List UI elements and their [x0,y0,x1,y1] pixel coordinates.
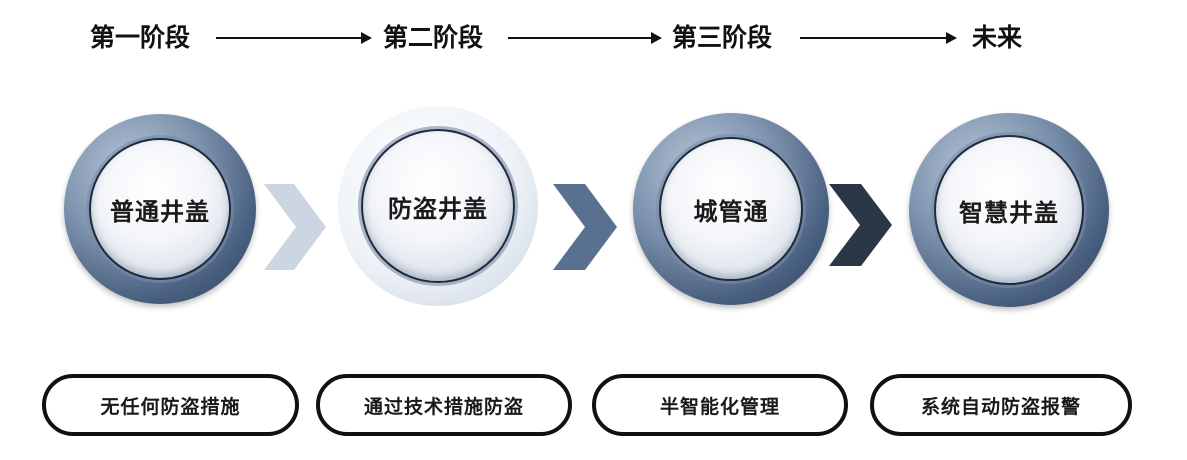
timeline-arrow [800,32,957,44]
timeline-arrow [508,32,662,44]
stage-1-description: 无任何防盗措施 [42,374,299,436]
stage-3-label: 第三阶段 [672,23,773,52]
stage-2-circle: 防盗井盖 [338,106,538,306]
chevron-arrow-icon [829,184,892,266]
stage-1-circle-label: 普通井盖 [110,196,210,226]
future-description-text: 系统自动防盗报警 [920,395,1081,418]
stage-future-label: 未来 [972,23,1023,52]
stage-3-circle: 城管通 [633,113,829,305]
stage-1-description-text: 无任何防盗措施 [100,395,241,418]
future-circle: 智慧井盖 [909,113,1109,307]
stage-1-circle: 普通井盖 [64,114,256,304]
chevron-arrow-icon [264,184,326,270]
stage-1-label: 第一阶段 [90,23,191,52]
timeline-arrow [216,32,372,44]
stage-2-label: 第二阶段 [383,23,484,52]
stage-3-circle-label: 城管通 [693,196,769,226]
stage-3-description-text: 半智能化管理 [659,395,780,418]
future-circle-label: 智慧井盖 [959,197,1059,227]
stage-3-description: 半智能化管理 [592,374,848,436]
future-description: 系统自动防盗报警 [870,374,1132,436]
chevron-arrow-icon [553,184,617,270]
stage-2-circle-label: 防盗井盖 [388,193,488,223]
stage-2-description: 通过技术措施防盗 [316,374,572,436]
stage-2-description-text: 通过技术措施防盗 [363,395,524,418]
